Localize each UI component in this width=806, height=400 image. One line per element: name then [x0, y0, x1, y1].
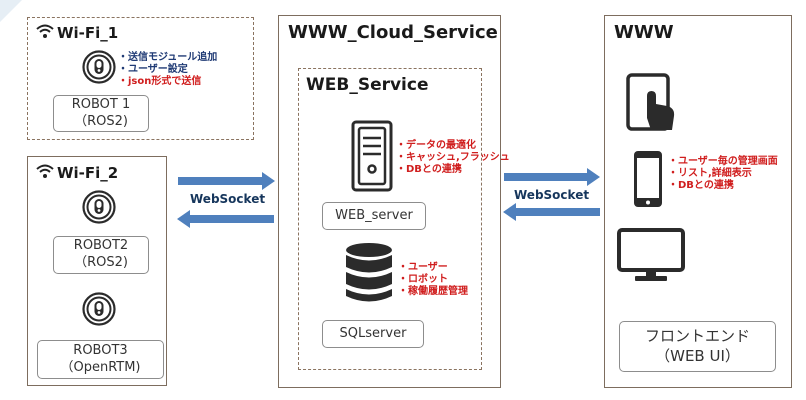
robot1-note-1: ・送信モジュール追加	[118, 52, 218, 63]
database-icon	[346, 243, 392, 302]
web-server-notes: ・データの最適化 ・キャッシュ,フラッシュ ・DBとの連携	[396, 140, 510, 176]
corner-decoration	[0, 0, 22, 22]
sql-note-3: ・稼働履歴管理	[398, 286, 468, 297]
robot1-label-line2: （ROS2)	[74, 113, 128, 129]
sql-notes: ・ユーザー ・ロボット ・稼働履歴管理	[398, 262, 468, 298]
tablet-touch-icon	[626, 73, 675, 131]
websocket-label-left: WebSocket	[190, 192, 266, 206]
arrow-from-cloud	[177, 210, 274, 228]
monitor-icon	[617, 228, 685, 281]
phone-note-2: ・リスト,詳細表示	[668, 168, 752, 179]
smartphone-icon	[634, 151, 662, 207]
arrow-from-www	[503, 203, 600, 221]
wifi2-title: Wi-Fi_2	[57, 164, 119, 182]
robot1-label-line1: ROBOT 1	[71, 96, 131, 112]
robot3-label-line1: ROBOT3	[73, 342, 128, 358]
web-server-note-3: ・DBとの連携	[396, 164, 462, 175]
web-server-label-box: WEB_server	[322, 202, 426, 230]
robot2-label-line1: ROBOT2	[73, 238, 129, 254]
arrow-to-www	[504, 168, 600, 186]
web-server-note-1: ・データの最適化	[396, 140, 476, 151]
websocket-label-right: WebSocket	[514, 188, 590, 202]
robot3-label-box: ROBOT3 （OpenRTM)	[37, 340, 164, 379]
robot-icon	[82, 190, 116, 224]
robot1-label-box: ROBOT 1 （ROS2)	[53, 95, 149, 132]
sql-label: SQLserver	[339, 325, 407, 341]
web-server-note-2: ・キャッシュ,フラッシュ	[396, 152, 510, 163]
phone-notes: ・ユーザー毎の管理画面 ・リスト,詳細表示 ・DBとの連携	[668, 156, 778, 192]
wifi-icon	[36, 164, 54, 178]
sql-note-2: ・ロボット	[398, 274, 448, 285]
robot2-label-line2: （ROS2)	[74, 255, 128, 270]
frontend-label-box: フロントエンド （WEB UI）	[619, 321, 776, 372]
server-icon	[351, 120, 393, 192]
robot3-label-line2: （OpenRTM)	[60, 359, 141, 375]
robot-icon	[82, 50, 116, 84]
robot1-notes: ・送信モジュール追加 ・ユーザー設定 ・json形式で送信	[118, 52, 217, 88]
cloud-title: WWW_Cloud_Service	[288, 22, 498, 43]
robot2-label-box: ROBOT2 （ROS2)	[53, 236, 149, 274]
phone-note-1: ・ユーザー毎の管理画面	[668, 156, 778, 167]
arrow-to-cloud	[178, 172, 275, 190]
robot-icon	[82, 292, 116, 326]
sql-label-box: SQLserver	[322, 320, 424, 348]
web-service-title: WEB_Service	[306, 75, 429, 95]
web-server-label: WEB_server	[335, 207, 413, 223]
robot1-note-2: ・ユーザー設定	[118, 64, 188, 75]
frontend-label-line2: （WEB UI）	[655, 346, 740, 365]
wifi-icon	[36, 24, 54, 38]
phone-note-3: ・DBとの連携	[668, 180, 734, 191]
robot1-note-3: ・json形式で送信	[118, 76, 202, 87]
sql-note-1: ・ユーザー	[398, 262, 448, 273]
wifi1-title: Wi-Fi_1	[57, 24, 119, 42]
frontend-label-line1: フロントエンド	[644, 327, 750, 345]
www-title: WWW	[614, 22, 674, 43]
